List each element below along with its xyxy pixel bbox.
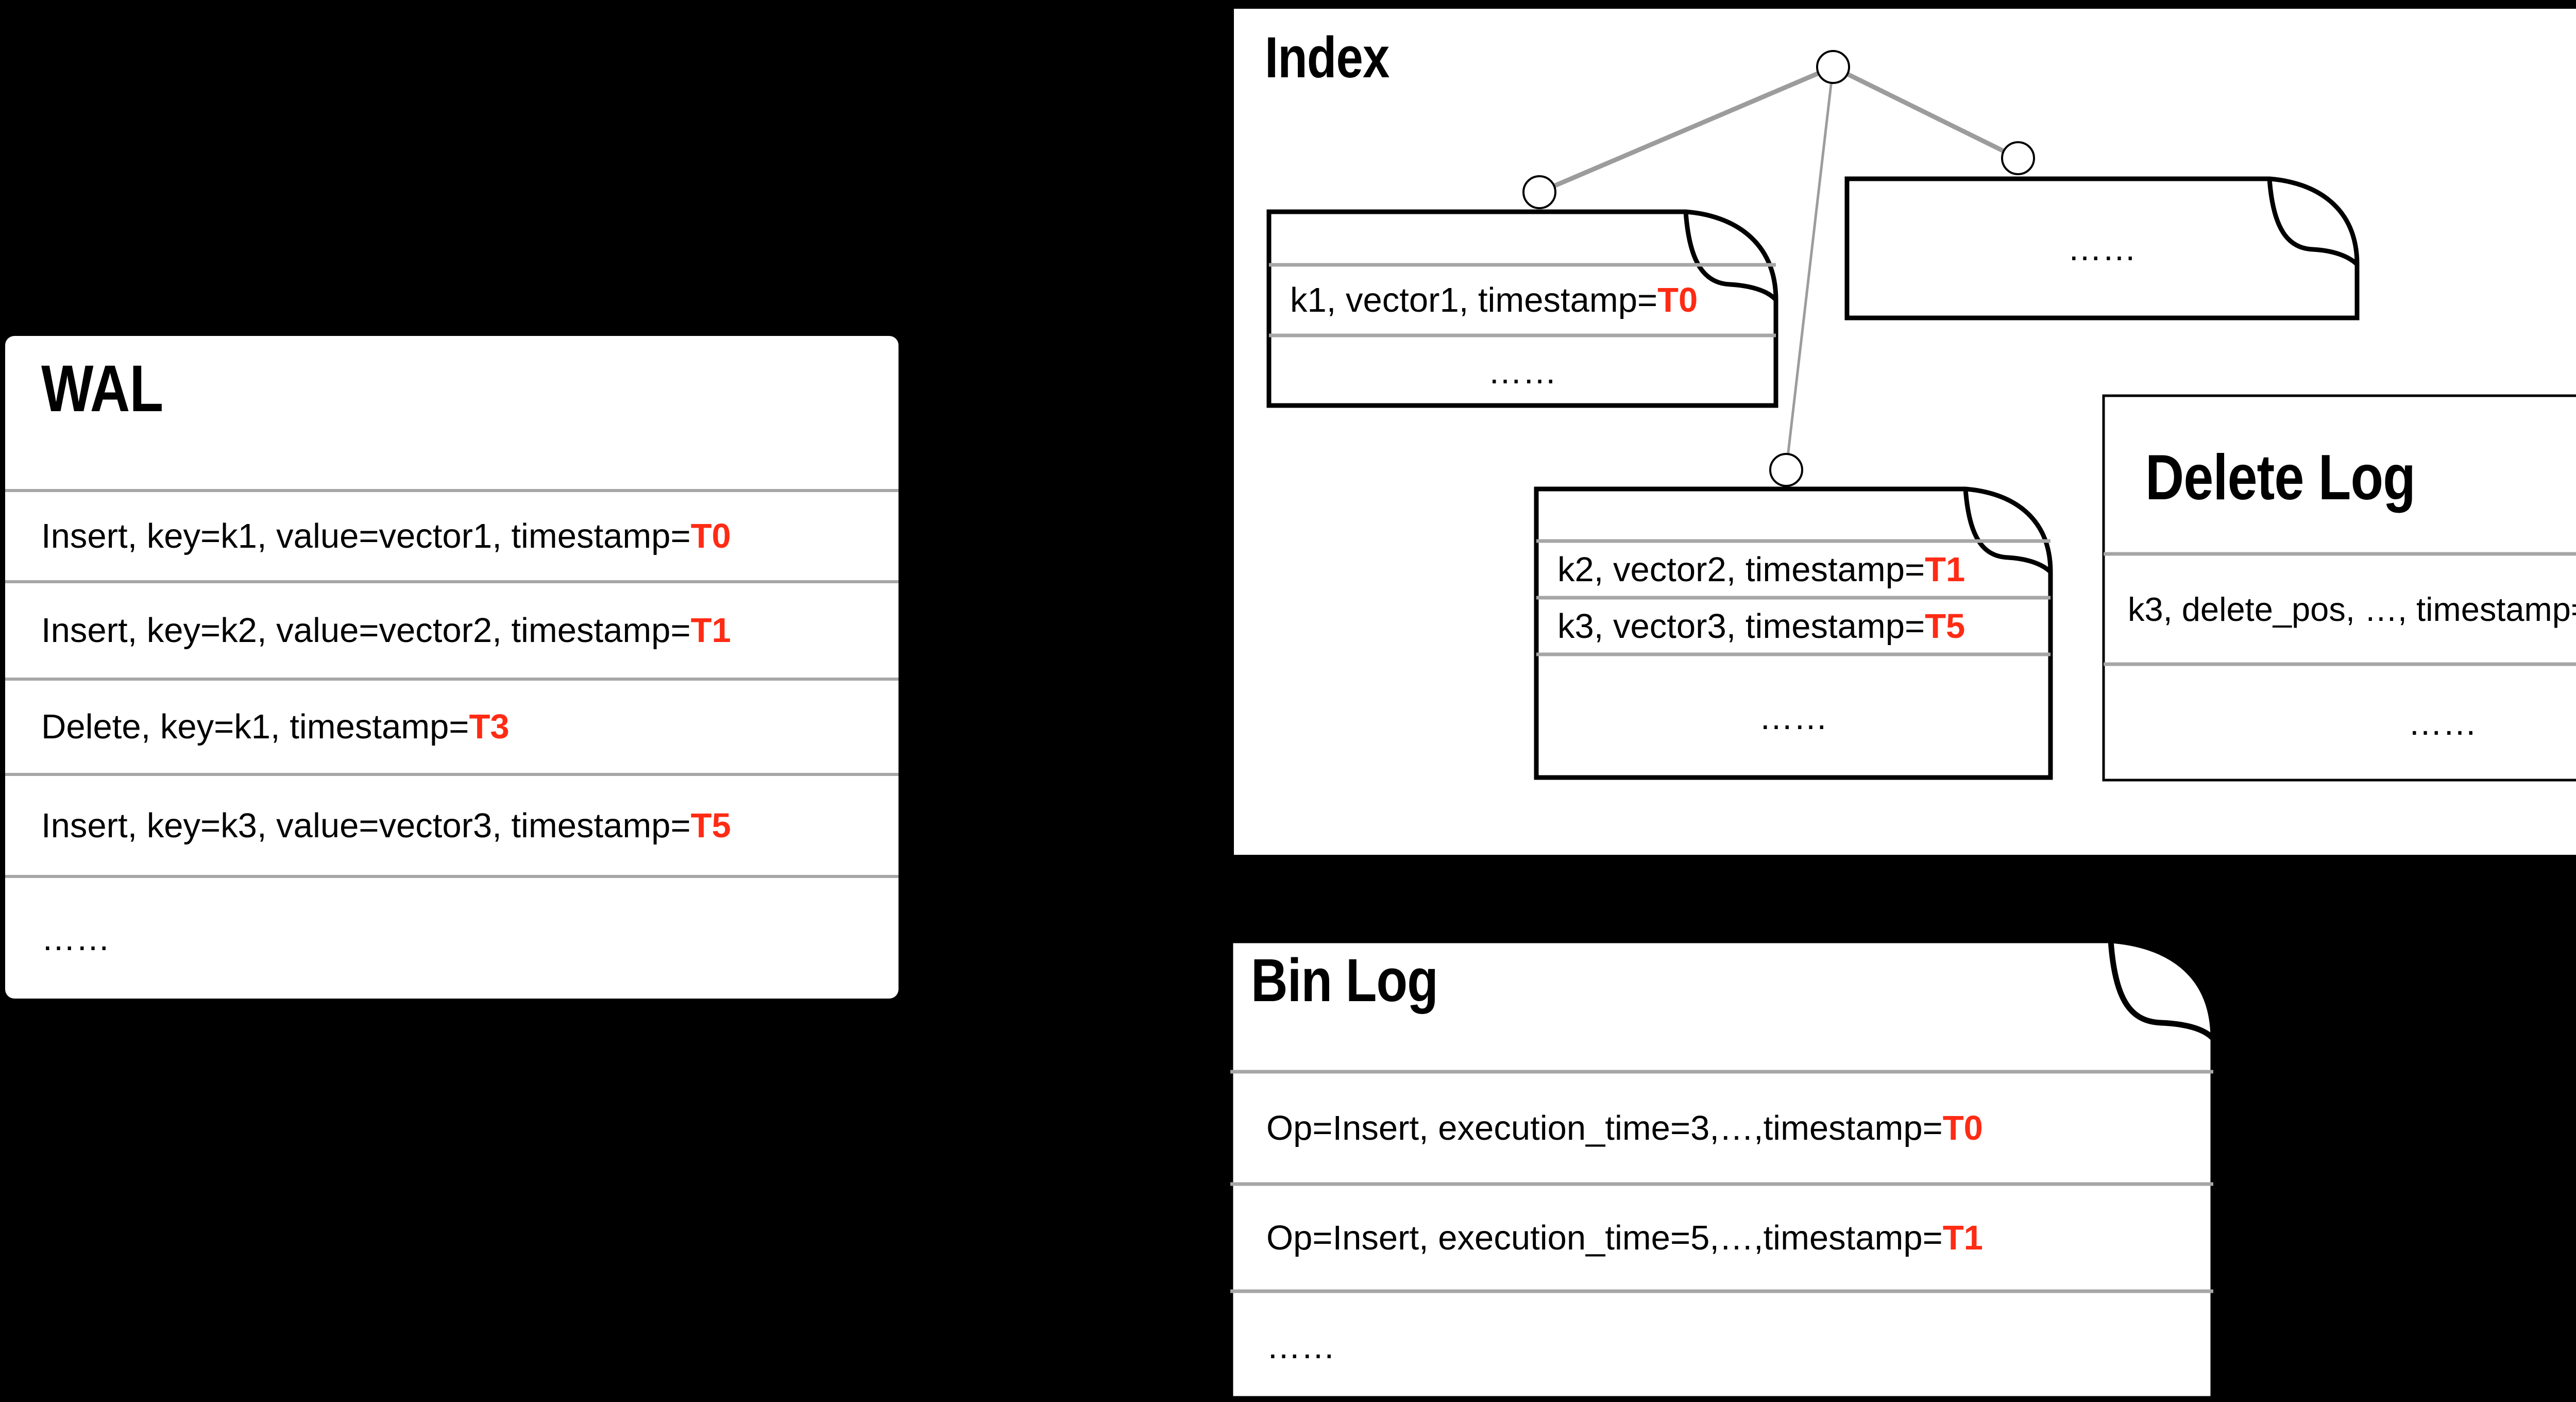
delete-log-row-text: k3, delete_pos, …, timestamp= [2128, 590, 2576, 628]
delete-log-row-more: …… [2102, 664, 2576, 782]
folded-corner-icon [2108, 940, 2216, 1041]
ellipsis-text: …… [41, 919, 110, 958]
delete-log-title: Delete Log [2145, 442, 2416, 513]
ellipsis-text: …… [1266, 1327, 1335, 1366]
tree-node-root [1816, 50, 1850, 84]
segment3-row-more: …… [1534, 654, 2053, 780]
bin-log-row-text: Op=Insert, execution_time=3,…,timestamp= [1266, 1108, 1943, 1147]
wal-title: WAL [41, 352, 163, 426]
ellipsis-text: …… [2408, 703, 2477, 742]
timestamp-value: T0 [1657, 281, 1698, 319]
delete-log-document: Delete Log k3, delete_pos, …, timestamp=… [2102, 394, 2576, 782]
segment2-row-more: …… [1844, 176, 2360, 320]
index-panel: Index k1, vector1, timestamp=T0 …… …… [1231, 6, 2576, 857]
document-shape [1227, 937, 2216, 1402]
document-shape [1844, 176, 2360, 320]
wal-title-block: WAL [5, 336, 899, 489]
wal-row-text: Insert, key=k3, value=vector3, timestamp… [41, 806, 691, 845]
segment1-row-more: …… [1266, 335, 1778, 408]
tree-edge-root-right [1832, 64, 2019, 161]
delete-log-row-k3: k3, delete_pos, …, timestamp=T3 [2102, 554, 2576, 664]
index-title: Index [1265, 25, 1389, 90]
index-segment3-document: k2, vector2, timestamp=T1 k3, vector3, t… [1534, 486, 2053, 780]
document-shape [1534, 486, 2053, 780]
folded-corner-icon [1963, 488, 2053, 574]
ellipsis-text: …… [1759, 698, 1828, 737]
wal-row-insert-k2: Insert, key=k2, value=vector2, timestamp… [5, 580, 899, 678]
timestamp-value: T0 [690, 517, 731, 555]
timestamp-value: T1 [1942, 1218, 1983, 1257]
document-shape [1266, 209, 1778, 408]
index-segment2-document: …… [1844, 176, 2360, 320]
wal-row-more: …… [5, 875, 899, 999]
bin-log-row-1: Op=Insert, execution_time=3,…,timestamp=… [1227, 1072, 2216, 1184]
bin-log-title-block: Bin Log [1227, 937, 1473, 1018]
document-page [2102, 394, 2576, 782]
tree-edge-root-middle [1785, 66, 1835, 470]
tree-node-left [1522, 175, 1556, 209]
tree-node-middle [1769, 453, 1803, 487]
timestamp-value: T5 [1925, 606, 1965, 646]
timestamp-value: T5 [690, 806, 731, 845]
segment3-row-k3: k3, vector3, timestamp=T5 [1534, 598, 2053, 654]
bin-log-row-text: Op=Insert, execution_time=5,…,timestamp= [1266, 1218, 1943, 1257]
wal-row-delete-k1: Delete, key=k1, timestamp=T3 [5, 678, 899, 773]
tree-edge-root-left [1538, 64, 1834, 195]
ellipsis-text: …… [2067, 229, 2137, 268]
bin-log-row-2: Op=Insert, execution_time=5,…,timestamp=… [1227, 1184, 2216, 1291]
segment-row-text: k3, vector3, timestamp= [1557, 606, 1925, 646]
bin-log-row-more: …… [1227, 1291, 2216, 1402]
segment1-row-k1: k1, vector1, timestamp=T0 [1266, 265, 1778, 335]
wal-row-insert-k1: Insert, key=k1, value=vector1, timestamp… [5, 489, 899, 580]
document-shape [2102, 394, 2576, 782]
segment3-row-k2: k2, vector2, timestamp=T1 [1534, 541, 2053, 598]
wal-row-text: Insert, key=k2, value=vector2, timestamp… [41, 611, 691, 650]
segment-row-text: k1, vector1, timestamp= [1290, 281, 1658, 319]
timestamp-value: T1 [1925, 550, 1965, 589]
tree-node-right [2001, 141, 2035, 175]
delete-log-title-block: Delete Log [2102, 394, 2467, 516]
ellipsis-text: …… [1488, 352, 1557, 391]
bin-log-title: Bin Log [1251, 947, 1438, 1015]
timestamp-value: T1 [690, 611, 731, 650]
folded-corner-icon [2267, 178, 2359, 266]
wal-row-text: Delete, key=k1, timestamp= [41, 707, 469, 746]
wal-row-text: Insert, key=k1, value=vector1, timestamp… [41, 517, 691, 555]
timestamp-value: T0 [1942, 1108, 1983, 1147]
folded-corner-icon [1683, 211, 1778, 302]
bin-log-document: Bin Log Op=Insert, execution_time=3,…,ti… [1227, 937, 2216, 1402]
wal-card: WAL Insert, key=k1, value=vector1, times… [5, 336, 899, 999]
index-title-block: Index [1265, 23, 1413, 92]
wal-row-insert-k3: Insert, key=k3, value=vector3, timestamp… [5, 773, 899, 875]
index-segment1-document: k1, vector1, timestamp=T0 …… [1266, 209, 1778, 408]
timestamp-value: T3 [469, 707, 510, 746]
segment-row-text: k2, vector2, timestamp= [1557, 550, 1925, 589]
